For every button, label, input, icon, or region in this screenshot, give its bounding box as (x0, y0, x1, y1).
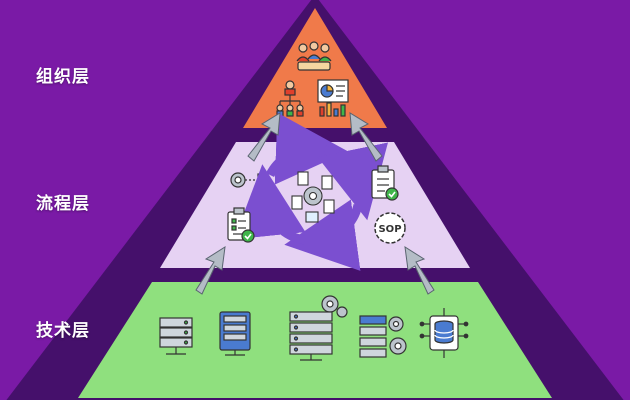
analytics-board-icon (317, 79, 349, 117)
checklist-icon (371, 165, 399, 201)
database-circuit-icon (419, 308, 469, 358)
arrow-process-right (404, 246, 435, 295)
arrow-org-right (349, 112, 383, 162)
team-meeting-icon (296, 41, 332, 71)
arrow-org-left (247, 112, 281, 162)
layer-label-process: 流程层 (36, 194, 90, 214)
server-stack-gears-icon (289, 295, 348, 361)
arrow-process-left (195, 246, 226, 295)
layer-label-tech: 技术层 (36, 321, 90, 341)
sop-icon: SOP (374, 212, 406, 244)
sop-label: SOP (378, 224, 401, 235)
process-cycle-icon (233, 112, 388, 271)
server-rack-icon (219, 311, 251, 356)
hardware-gears-icon (359, 315, 407, 358)
server-icon (159, 317, 193, 355)
task-checklist-icon (227, 207, 255, 243)
layer-label-org: 组织层 (36, 67, 90, 87)
